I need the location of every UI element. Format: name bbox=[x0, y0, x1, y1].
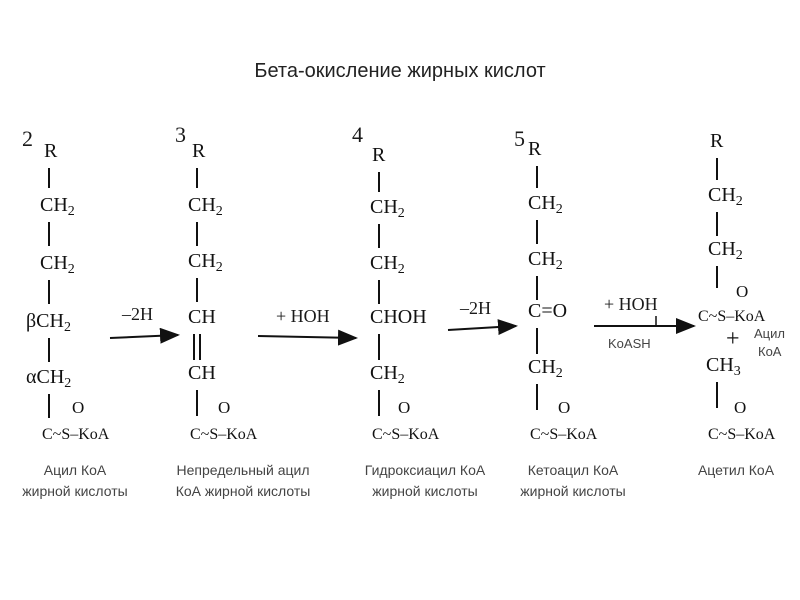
group-r: R bbox=[710, 130, 724, 152]
thioester-group: C~S–KoA bbox=[708, 426, 776, 443]
group-ch2: CH2 bbox=[370, 362, 405, 387]
group-ch2: CH2 bbox=[40, 194, 75, 219]
bond bbox=[536, 166, 538, 188]
bond bbox=[196, 222, 198, 246]
arrow-label-dehydrogenation: –2H bbox=[460, 298, 491, 318]
bond bbox=[378, 280, 380, 304]
group-r: R bbox=[528, 138, 542, 160]
bond bbox=[48, 280, 50, 304]
group-ch2: CH2 bbox=[528, 248, 563, 273]
group-ch2: CH2 bbox=[370, 196, 405, 221]
group-ch2: CH2 bbox=[528, 192, 563, 217]
group-r: R bbox=[44, 140, 58, 162]
reaction-arrow-2 bbox=[257, 329, 358, 346]
step-number: 3 bbox=[175, 122, 186, 147]
bond bbox=[48, 168, 50, 188]
step-number: 2 bbox=[22, 126, 33, 151]
group-ch2: CH2 bbox=[188, 250, 223, 275]
arrow-sublabel-koash: KoASH bbox=[608, 336, 651, 351]
page-title: Бета-окисление жирных кислот bbox=[254, 60, 546, 82]
oxygen: O bbox=[558, 398, 571, 417]
group-ch2: CH2 bbox=[708, 238, 743, 263]
group-ch2: CH2 bbox=[188, 194, 223, 219]
thioester-group: C~S–KoA bbox=[42, 426, 110, 443]
bond bbox=[48, 338, 50, 362]
thioester-group: C~S–KoA bbox=[372, 426, 440, 443]
bond bbox=[378, 224, 380, 248]
bond bbox=[536, 220, 538, 244]
oxygen: O bbox=[734, 398, 747, 417]
group-ch2: CH2 bbox=[528, 356, 563, 381]
arrow-label-thiolysis: + HOH bbox=[604, 294, 658, 314]
bond bbox=[196, 278, 198, 302]
group-choh: CHOH bbox=[370, 306, 427, 328]
bond bbox=[196, 168, 198, 188]
reaction-arrow-1 bbox=[109, 327, 180, 344]
step-number: 4 bbox=[352, 122, 363, 147]
reaction-arrow-3 bbox=[447, 319, 518, 336]
bond bbox=[48, 394, 50, 418]
group-ch: CH bbox=[188, 306, 216, 328]
bond bbox=[536, 276, 538, 300]
arrow-label-dehydrogenation: –2H bbox=[122, 304, 153, 324]
group-ch: CH bbox=[188, 362, 216, 384]
acyl-label: Ацил bbox=[754, 326, 785, 341]
group-r: R bbox=[372, 144, 386, 166]
thioester-group: C~S–KoA bbox=[698, 308, 766, 325]
bond bbox=[716, 382, 718, 408]
thioester-group: C~S–KoA bbox=[530, 426, 598, 443]
oxygen: O bbox=[736, 282, 749, 301]
double-bond bbox=[193, 334, 195, 360]
bond bbox=[716, 266, 718, 288]
bond bbox=[48, 222, 50, 246]
group-ch2: CH2 bbox=[708, 184, 743, 209]
step-number: 5 bbox=[514, 126, 525, 151]
group-ch2: CH2 bbox=[370, 252, 405, 277]
group-ch2: CH2 bbox=[40, 252, 75, 277]
group-beta-ch2: βCH2 bbox=[26, 310, 71, 335]
bond bbox=[536, 384, 538, 410]
bond bbox=[716, 212, 718, 236]
thioester-group: C~S–KoA bbox=[190, 426, 258, 443]
coa-label: КоА bbox=[758, 344, 782, 359]
oxygen: O bbox=[398, 398, 411, 417]
caption-acetyl-coa: Ацетил КоА bbox=[697, 462, 775, 478]
oxygen: O bbox=[218, 398, 231, 417]
bond bbox=[716, 158, 718, 180]
bond bbox=[378, 390, 380, 416]
bond bbox=[196, 390, 198, 416]
bond bbox=[378, 334, 380, 360]
group-carbonyl: C=O bbox=[528, 300, 568, 322]
arrow-label-hydration: + HOH bbox=[276, 306, 330, 326]
group-alpha-ch2: αCH2 bbox=[26, 366, 72, 391]
group-ch3: CH3 bbox=[706, 354, 741, 379]
bond bbox=[378, 172, 380, 192]
bond bbox=[536, 328, 538, 354]
plus-sign: + bbox=[726, 326, 740, 352]
double-bond bbox=[199, 334, 201, 360]
group-r: R bbox=[192, 140, 206, 162]
oxygen: O bbox=[72, 398, 85, 417]
